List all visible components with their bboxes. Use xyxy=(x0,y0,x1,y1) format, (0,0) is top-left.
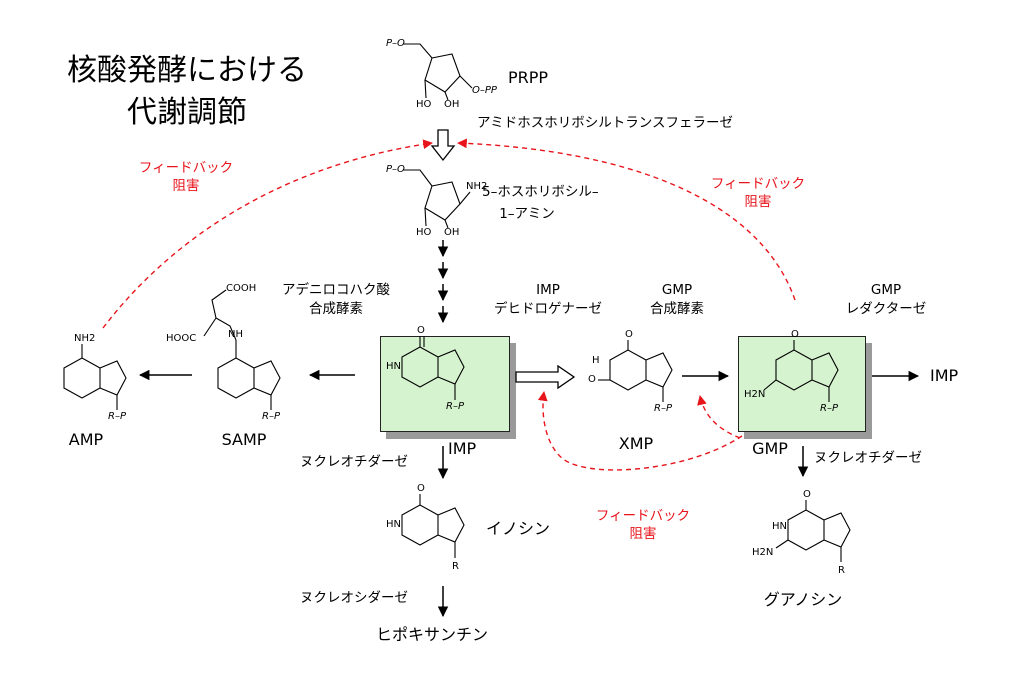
enzyme-amidophosphoribosyltransferase: アミドホスホリボシルトランスフェラーゼ xyxy=(477,115,733,131)
atom-cooh-samp: COOH xyxy=(226,283,257,294)
feedback-right-line-1: フィードバック xyxy=(710,176,806,192)
atom-h2n-guanosine: H2N xyxy=(752,547,774,558)
feedback-left-line-2: 阻害 xyxy=(172,177,200,194)
atom-hn-inosine: HN xyxy=(386,519,401,530)
enzyme-gmp-synthetase-line-2: 合成酵素 xyxy=(650,301,704,317)
atom-o-inosine: O xyxy=(417,483,425,494)
atom-ho-amine: HO xyxy=(416,227,432,238)
atom-ho-prpp: HO xyxy=(416,99,432,110)
label-prpp: PRPP xyxy=(508,68,549,87)
label-imp-product: IMP xyxy=(930,366,959,385)
atom-o-xmp-top: O xyxy=(625,329,633,340)
atom-r-inosine: R xyxy=(452,561,459,572)
enzyme-adenylosuccinate-line-2: 合成酵素 xyxy=(309,301,363,317)
atom-r-p-imp: R–P xyxy=(446,401,464,412)
feedback-bottom-line-1: フィードバック xyxy=(595,508,691,524)
label-imp: IMP xyxy=(448,439,477,458)
enzyme-adenylosuccinate-line-1: アデニロコハク酸 xyxy=(282,282,390,298)
label-xmp: XMP xyxy=(618,434,654,453)
feedback-right-line-2: 阻害 xyxy=(744,193,772,210)
feedback-label-bottom: フィードバック 阻害 xyxy=(596,508,690,543)
enzyme-gmp-reductase-line-1: GMP xyxy=(870,282,902,298)
atom-hooc-samp: HOOC xyxy=(166,333,197,344)
label-inosine: イノシン xyxy=(486,519,551,538)
label-amine-line-1: 5–ホスホリボシル– xyxy=(482,184,599,200)
enzyme-nucleotidase-left: ヌクレオチダーゼ xyxy=(300,454,408,470)
label-amine-line-2: 1–アミン xyxy=(499,206,555,222)
title-line-2: 代謝調節 xyxy=(127,95,247,130)
enzyme-nucleotidase-right: ヌクレオチダーゼ xyxy=(814,450,922,466)
enzyme-imp-dehydrogenase-line-1: IMP xyxy=(536,282,560,298)
enzyme-nucleosidase: ヌクレオシダーゼ xyxy=(300,590,408,606)
hollow-arrow-right xyxy=(515,364,576,390)
enzyme-gmp-reductase-line-2: レダクターゼ xyxy=(845,301,927,317)
atom-o-xmp-side: O xyxy=(588,374,596,385)
hollow-arrow-down xyxy=(430,129,456,162)
atom-hn-guanosine: HN xyxy=(772,521,787,532)
atom-o-imp: O xyxy=(417,325,425,336)
atom-r-p-gmp: R–P xyxy=(820,403,838,414)
enzyme-gmp-synthetase-line-1: GMP xyxy=(661,282,693,298)
atom-r-p-xmp: R–P xyxy=(654,403,672,414)
atom-nh2-amine: NH2 xyxy=(466,181,488,192)
atom-h2n-gmp: H2N xyxy=(744,389,766,400)
feedback-arc-gmp-self xyxy=(697,395,741,439)
label-hypoxanthine: ヒポキサンチン xyxy=(375,625,489,644)
atom-h-xmp: H xyxy=(592,355,600,366)
feedback-left-line-1: フィードバック xyxy=(138,160,234,176)
title-line-1: 核酸発酵における xyxy=(67,53,307,88)
label-gmp: GMP xyxy=(752,439,788,458)
feedback-bottom-line-2: 阻害 xyxy=(629,525,657,542)
feedback-label-left: フィードバック 阻害 xyxy=(139,160,233,195)
gmp-highlight-box xyxy=(738,336,866,432)
feedback-arc-gmp xyxy=(457,138,796,301)
atom-p-o-prpp: P–O xyxy=(386,38,405,49)
atom-r-p-samp: R–P xyxy=(262,411,280,422)
atom-oh-amine: OH xyxy=(444,227,460,238)
atom-o-gmp: O xyxy=(791,329,799,340)
atom-p-o-amine: P–O xyxy=(386,164,405,175)
atom-r-guanosine: R xyxy=(838,565,845,576)
enzyme-imp-dehydrogenase-line-2: デヒドロゲナーゼ xyxy=(494,301,602,317)
atom-o-guanosine: O xyxy=(803,489,811,500)
label-amp: AMP xyxy=(68,430,104,449)
label-guanosine: グアノシン xyxy=(763,590,843,609)
atom-r-p-amp: R–P xyxy=(108,411,126,422)
atom-nh2-amp: NH2 xyxy=(74,333,96,344)
label-samp: SAMP xyxy=(221,430,267,449)
atom-nh-samp: NH xyxy=(228,329,243,340)
feedback-arc-bottom xyxy=(537,391,743,471)
atom-hn-imp: HN xyxy=(386,361,401,372)
imp-highlight-box xyxy=(380,336,510,432)
atom-o-pp: O–PP xyxy=(472,85,497,96)
atom-oh-prpp: OH xyxy=(444,99,460,110)
feedback-arc-amp xyxy=(102,139,433,329)
feedback-label-right: フィードバック 阻害 xyxy=(711,176,805,211)
